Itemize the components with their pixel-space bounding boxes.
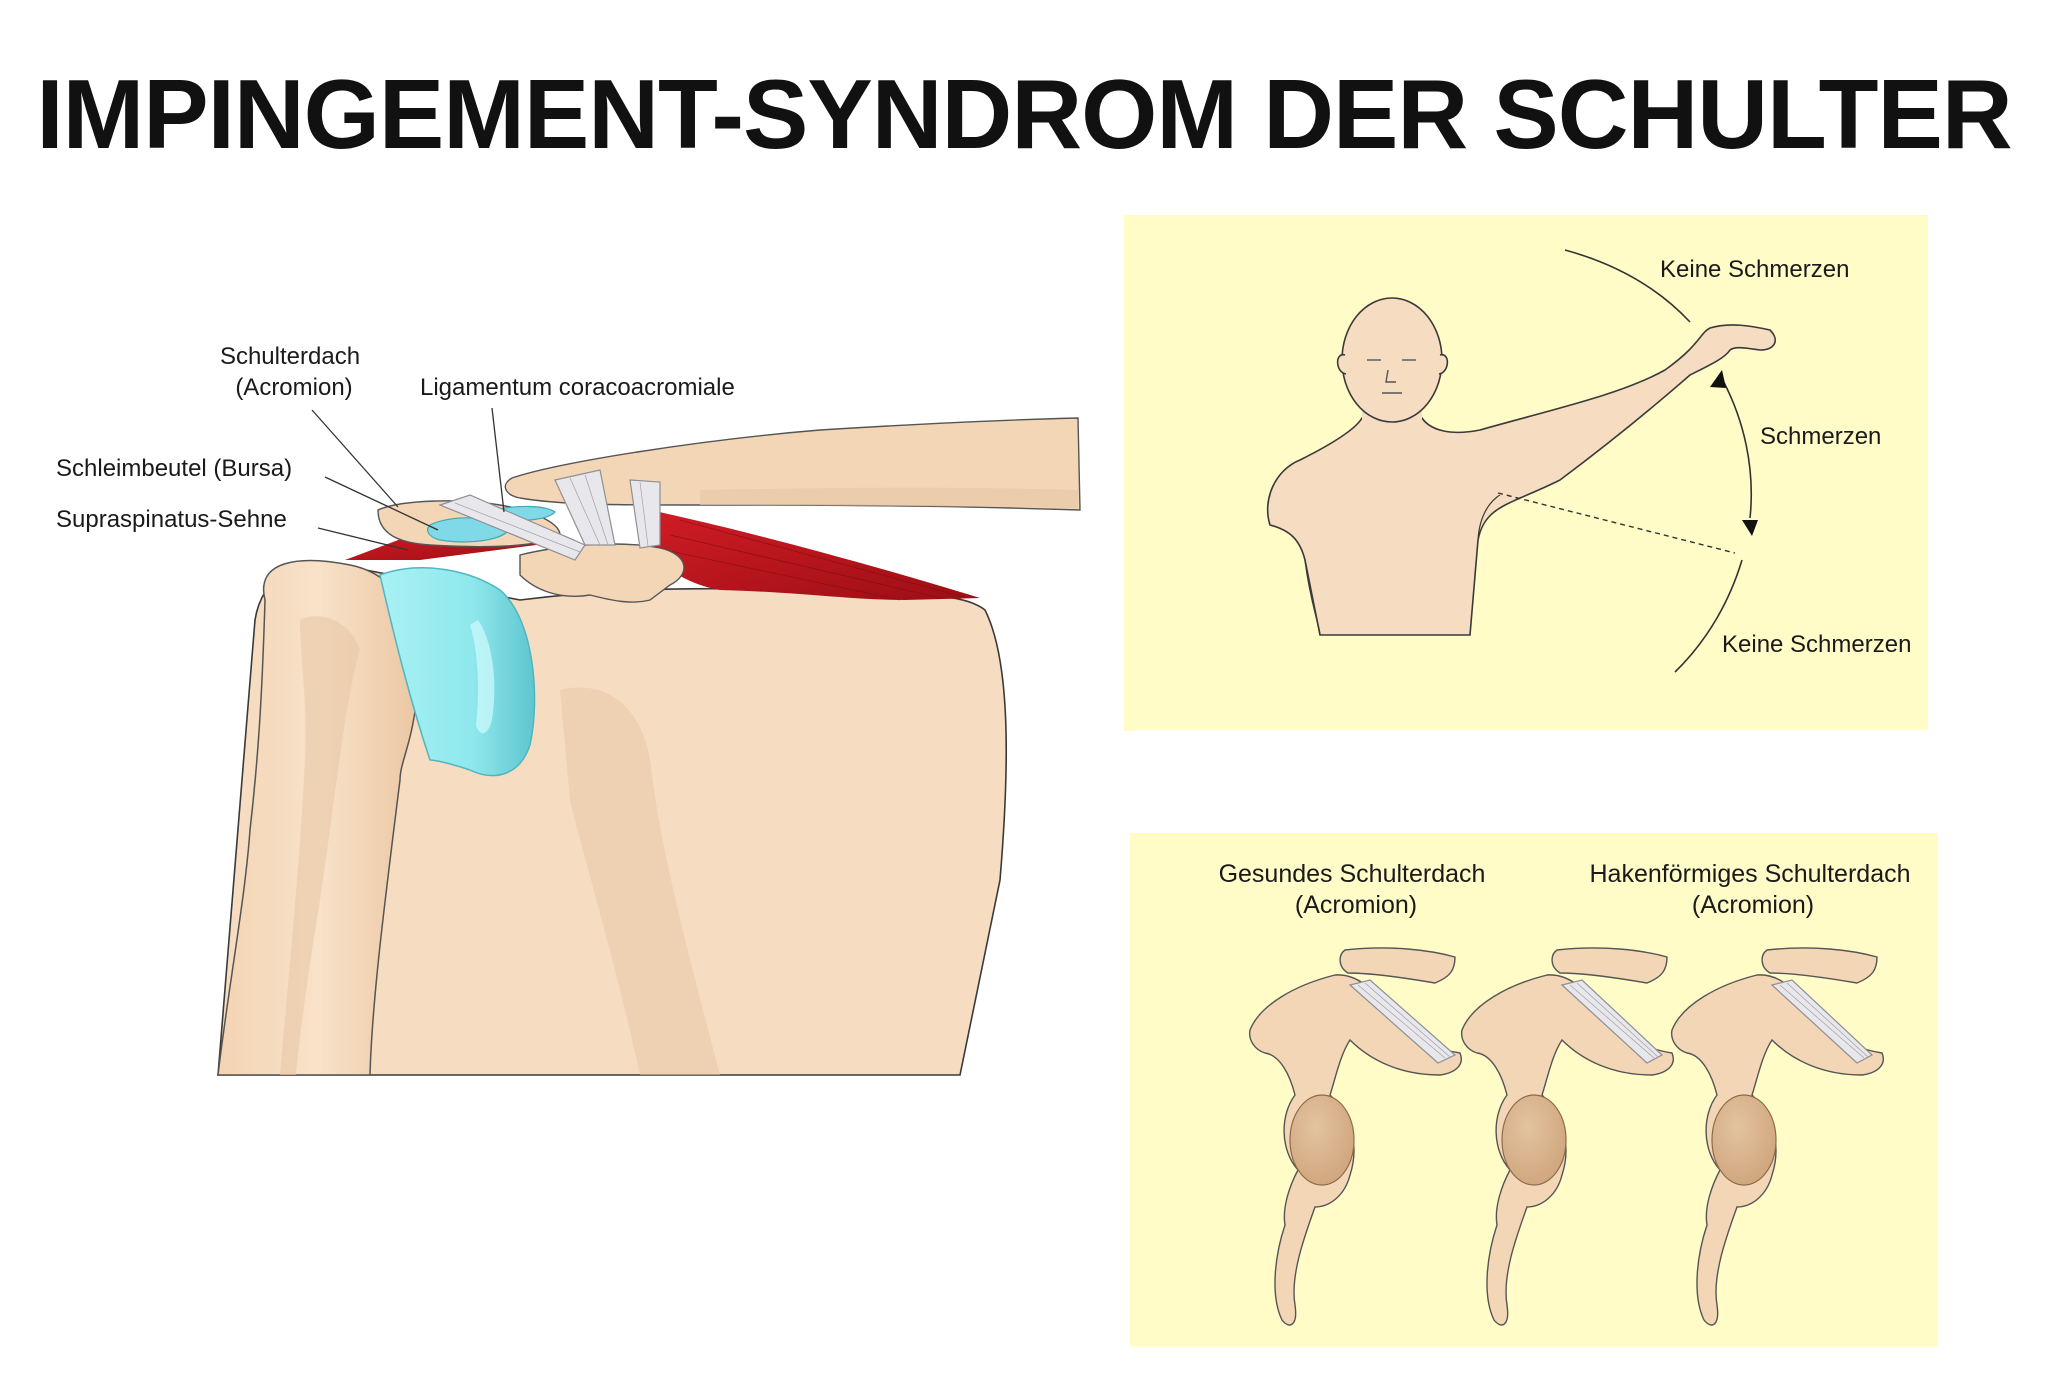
tendon-fibers [454,474,649,553]
arrowhead-up-icon [1710,370,1726,388]
label-ligament: Ligamentum coracoacromiale [420,374,735,401]
figure-ear-right [1438,354,1449,375]
scapula-shade [560,687,720,1075]
scapula-hooked-2 [1670,947,1884,1326]
ligament-tendon-3 [629,479,661,549]
coracoid-process [519,543,685,603]
page-title: IMPINGEMENT-SYNDROM DER SCHULTER [36,59,2011,169]
clavicle-shade [700,487,1078,508]
dashed-horizontal-line [1497,492,1736,554]
label-acromion-line2: (Acromion) [235,374,352,401]
label-bursa: Schleimbeutel (Bursa) [56,455,292,482]
label-hooked-line2: (Acromion) [1692,891,1814,919]
figure-ear-left [1336,354,1347,375]
figure-torso [1266,324,1776,636]
label-tendon: Supraspinatus-Sehne [56,506,287,533]
leader-tendon [317,527,409,551]
cartilage-highlight [470,620,495,734]
label-no-pain-bottom: Keine Schmerzen [1722,631,1911,658]
painful-arc-panel-notch [1124,287,1134,731]
figure-arm-line [1477,494,1501,541]
leader-ligament [491,407,505,513]
glenoid-cartilage [379,567,536,777]
label-no-pain-top: Keine Schmerzen [1660,256,1849,283]
leader-acromion [311,409,399,508]
arc-no-pain-top [1564,249,1691,323]
label-healthy-line2: (Acromion) [1295,891,1417,919]
humerus-shade [280,616,360,1075]
acromion-shapes-panel: Gesundes Schulterdach (Acromion) Hakenfö… [1130,833,1938,1347]
label-acromion-line1: Schulterdach [220,343,360,370]
label-hooked-line1: Hakenförmiges Schulterdach [1590,860,1911,888]
label-pain: Schmerzen [1760,423,1881,450]
arc-no-pain-bottom [1674,559,1743,673]
muscle-fibers [664,519,961,601]
shoulder-anatomy-illustration: Schulterdach (Acromion) Ligamentum corac… [56,343,1081,1076]
scapula-hooked-1 [1460,947,1674,1326]
supraspinatus-muscle [650,510,980,600]
label-healthy-line1: Gesundes Schulterdach [1219,860,1486,888]
figure-chest-line [1304,559,1321,636]
figure-head [1341,297,1443,423]
arrowhead-down-icon [1742,520,1758,536]
figure-face [1367,359,1416,394]
ligament-tendon-2 [554,469,616,546]
scapula-healthy [1248,947,1462,1326]
leader-bursa [324,476,439,531]
painful-arc-panel: Keine Schmerzen Schmerzen Keine Schmerze… [1124,215,1928,731]
arc-pain [1719,374,1753,519]
